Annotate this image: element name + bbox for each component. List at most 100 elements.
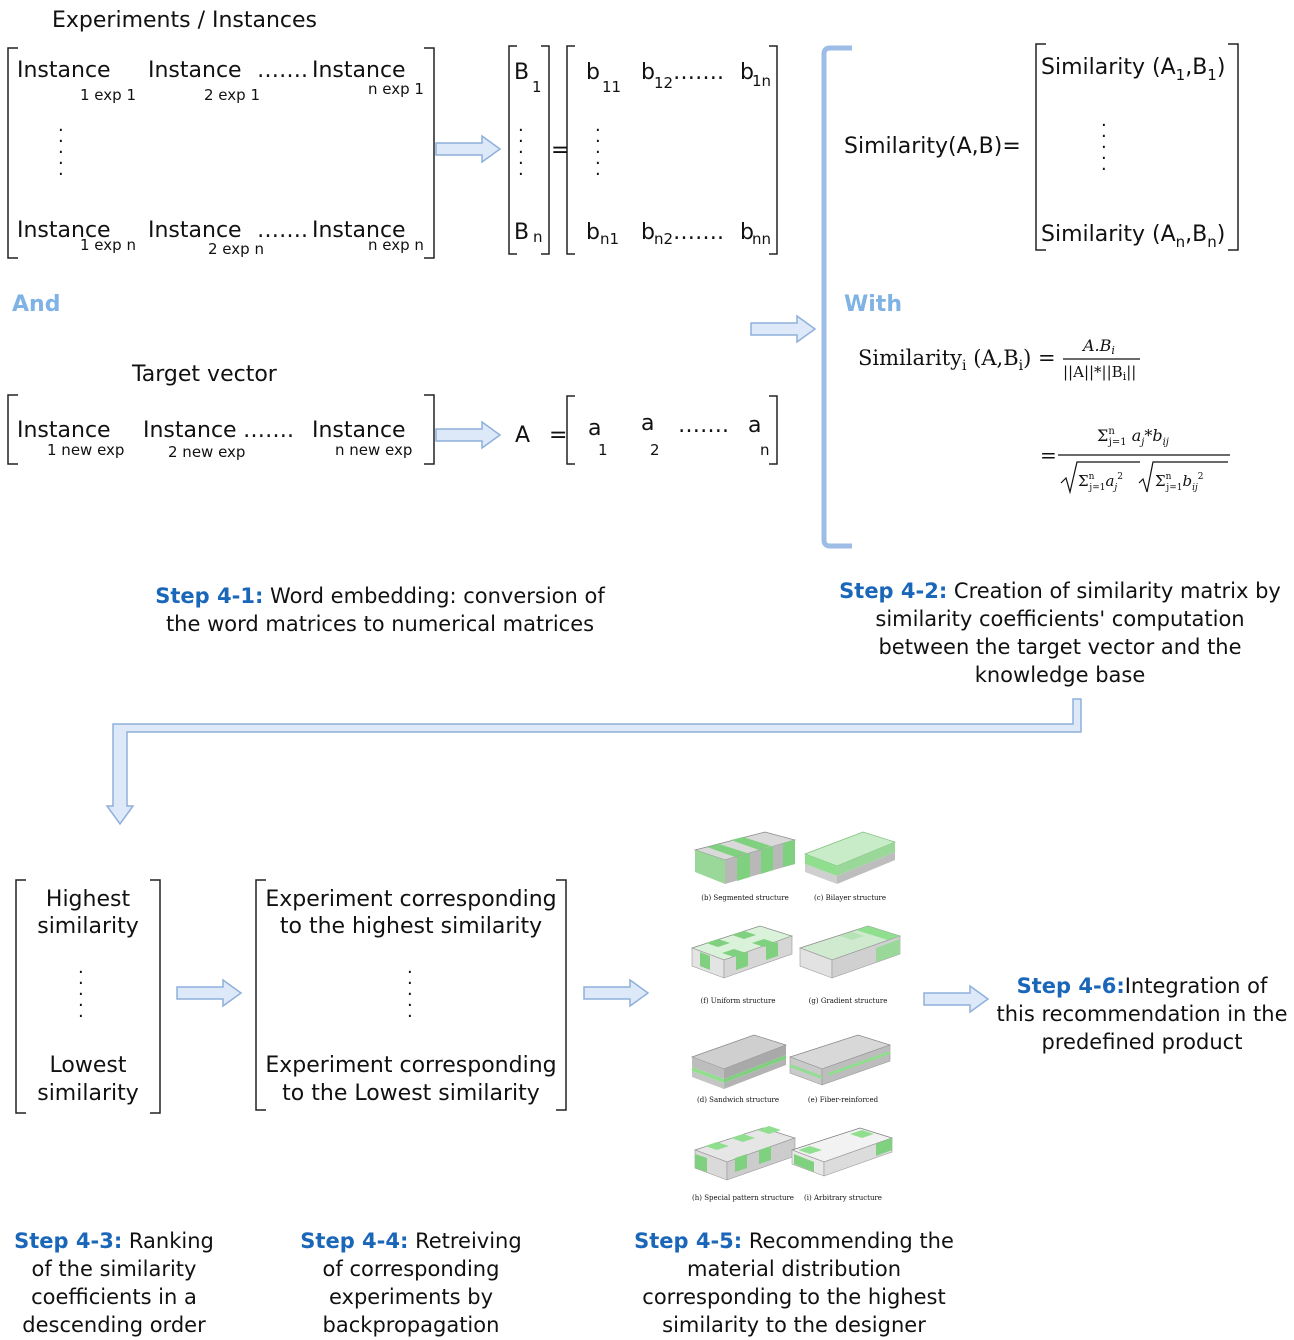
matrix-brackets	[7, 43, 1239, 1114]
equals-a: =	[549, 423, 568, 448]
similarity-bottom-sub-a: n	[1175, 233, 1186, 251]
arrow-to-similarity	[750, 314, 817, 344]
bracket-right-b-vector	[541, 45, 550, 255]
a2-sub: 2	[650, 441, 660, 459]
formula-denominator-close: ||	[1126, 363, 1137, 381]
formula-numerator: A.Bi	[1083, 336, 1115, 357]
similarity-top: Similarity (A1,B1)	[1041, 57, 1225, 83]
bn1-sub: n1	[600, 230, 620, 248]
similarity-bottom-close: )	[1216, 222, 1226, 247]
formula-numerator-text: A.B	[1083, 336, 1112, 355]
formula-denominator: ||A||*||Bi||	[1063, 363, 1137, 383]
sub-2-exp-1: 2 exp 1	[204, 86, 260, 104]
formula-lhs-i: i	[962, 358, 967, 374]
bracket-left-similarity	[1035, 43, 1046, 251]
b12-sub: 12	[654, 74, 674, 92]
instance-n-1: Instance	[312, 58, 406, 83]
vertical-dots-b-vector: .....	[518, 115, 524, 180]
similarity-top-sub-b: 1	[1207, 66, 1217, 84]
step-4-1-key: Step 4-1:	[155, 584, 264, 608]
b-matrix-dots-bottom: …….	[673, 220, 724, 245]
step-4-5-text: Recommending the material distribution c…	[642, 1229, 954, 1337]
formula-args-i: i	[1018, 358, 1024, 374]
step-4-3-key: Step 4-3:	[14, 1229, 123, 1253]
similarity-top-text: Similarity (A	[1041, 55, 1176, 80]
a1-letter: a	[588, 416, 602, 441]
b12-letter: b	[641, 60, 655, 85]
step-4-6: Step 4-6:Integration of this recommendat…	[996, 972, 1288, 1056]
bnn-letter: b	[740, 220, 754, 245]
thumb-uniform	[690, 925, 794, 979]
ranking-lowest-1: Lowest	[49, 1053, 127, 1078]
thumb-arbitrary	[790, 1127, 894, 1177]
step-4-2-key: Step 4-2:	[839, 579, 948, 603]
similarity-bottom-text: Similarity (A	[1041, 222, 1176, 247]
bracket-right-b-matrix	[769, 45, 778, 255]
vertical-dots-exp-ranking: .....	[407, 957, 413, 1022]
target-instance-1: Instance	[17, 418, 111, 443]
arrow-ranking-to-experiments	[176, 978, 243, 1008]
thumb-segmented	[693, 831, 797, 884]
bracket-left-b-matrix	[566, 45, 575, 255]
b11-sub: 11	[602, 78, 622, 96]
thumb-fiber	[788, 1034, 892, 1086]
step-4-4-text: Retreiving of corresponding experiments …	[322, 1229, 522, 1337]
formula-close: ) =	[1023, 346, 1056, 370]
vertical-dots-ranking: .....	[78, 957, 84, 1022]
bn2-letter: b	[641, 220, 655, 245]
exp-highest-1: Experiment corresponding	[265, 887, 557, 912]
similarity-top-sub-a: 1	[1175, 66, 1186, 84]
similarity-bottom-sub-b: n	[1207, 233, 1217, 251]
caption-uniform: (f) Uniform structure	[700, 997, 776, 1005]
similarity-lhs: Similarity(A,B)=	[844, 134, 1021, 159]
a2-letter: a	[641, 411, 655, 436]
sub-n-exp-n: n exp n	[368, 236, 424, 254]
bracket-right-target	[424, 394, 435, 465]
target-sub-2: 2 new exp	[168, 443, 246, 461]
exp-lowest-1: Experiment corresponding	[265, 1053, 557, 1078]
bn2-sub: n2	[654, 230, 674, 248]
b1n-letter: b	[740, 60, 754, 85]
similarity-top-close: )	[1216, 55, 1226, 80]
bracket-left-experiments	[7, 47, 18, 259]
arrow-connector-step42-to-step43	[105, 698, 1082, 826]
bracket-right-experiments	[424, 47, 435, 259]
dots-row-1: …….	[257, 58, 308, 83]
ranking-lowest-2: similarity	[37, 1081, 139, 1106]
bnn-sub: nn	[752, 230, 772, 248]
similarity-bottom-mid: ,B	[1185, 222, 1208, 247]
a-dots: …….	[678, 413, 729, 438]
sub-1-exp-n: 1 exp n	[80, 236, 136, 254]
caption-arbitrary: (i) Arbitrary structure	[804, 1194, 882, 1202]
b-vector-top: B	[514, 60, 530, 85]
target-dots: …….	[243, 418, 294, 443]
and-label: And	[12, 292, 61, 317]
instance-n-n: Instance	[312, 218, 406, 243]
step-4-1-text: Word embedding: conversion of the word m…	[165, 584, 605, 636]
similarity-bottom: Similarity (An,Bn)	[1041, 224, 1225, 250]
step-4-2-text: Creation of similarity matrix by similar…	[875, 579, 1281, 687]
step-4-4: Step 4-4: Retreiving of corresponding ex…	[294, 1227, 528, 1339]
b-vector-bottom: B	[514, 220, 530, 245]
bracket-left-exp-ranking	[255, 879, 266, 1111]
arrow-experiments-to-b	[435, 134, 502, 164]
flow-arrows	[105, 134, 1082, 1014]
ranking-highest-2: similarity	[37, 914, 139, 939]
b-matrix-dots-top: …….	[673, 60, 724, 85]
sub-1-exp-1: 1 exp 1	[80, 86, 136, 104]
bracket-right-a-vector	[769, 395, 778, 465]
bracket-left-ranking	[15, 879, 26, 1114]
step-4-5: Step 4-5: Recommending the material dist…	[620, 1227, 968, 1339]
dots-row-n: …….	[257, 218, 308, 243]
an-letter: a	[748, 413, 762, 438]
step-4-6-key: Step 4-6:	[1016, 974, 1125, 998]
a-vector-label: A	[515, 423, 531, 448]
target-instance-n: Instance	[312, 418, 406, 443]
formula-args: (A,B	[966, 346, 1019, 370]
caption-bilayer: (c) Bilayer structure	[813, 894, 887, 902]
target-instance-2: Instance	[143, 418, 237, 443]
experiments-title: Experiments / Instances	[52, 8, 318, 33]
caption-sandwich: (d) Sandwich structure	[696, 1096, 779, 1104]
step-4-4-key: Step 4-4:	[300, 1229, 409, 1253]
